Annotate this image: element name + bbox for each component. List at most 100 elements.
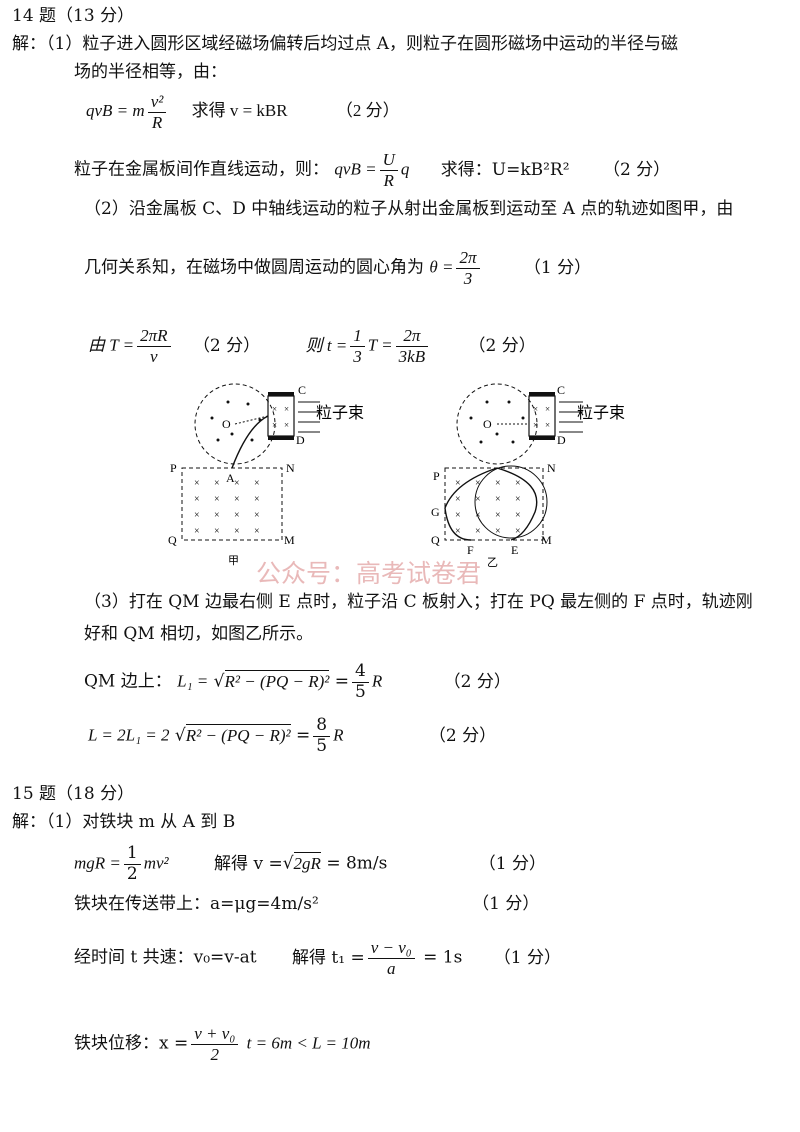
q14-part2-line1: （2）沿金属板 C、D 中轴线运动的粒子从射出金属板到运动至 A 点的轨迹如图甲… [84, 199, 734, 219]
label-P: P [170, 461, 177, 475]
q14-part1-line2: 场的半径相等，由： [74, 62, 227, 82]
svg-text:×: × [545, 420, 550, 430]
label-D: D [557, 433, 566, 447]
lower-crosses: × × × × × × × × × × × × × × × × [194, 478, 260, 537]
svg-text:×: × [455, 478, 461, 489]
label-G: G [431, 505, 440, 519]
q14-part3-line1: （3）打在 QM 边最右侧 E 点时，粒子沿 C 板射入；打在 PQ 最左侧的 … [84, 592, 753, 612]
label-F: F [467, 543, 474, 557]
q14-part1-line1: 解：（1）粒子进入圆形区域经磁场偏转后均过点 A，则粒子在圆形磁场中运动的半径与… [12, 34, 678, 54]
svg-text:×: × [545, 404, 550, 414]
q14-heading: 14 题（13 分） [12, 6, 135, 26]
label-E: E [511, 543, 518, 557]
svg-text:×: × [515, 526, 521, 537]
plate-crosses: × × × × [272, 404, 289, 430]
svg-text:×: × [475, 526, 481, 537]
label-beam: 粒子束 [577, 404, 625, 422]
watermark: 公众号：高考试卷君 [256, 559, 482, 588]
svg-text:×: × [194, 526, 200, 537]
plate-C [268, 392, 294, 396]
label-Q: Q [168, 533, 177, 547]
svg-text:×: × [234, 494, 240, 505]
label-Q: Q [431, 533, 440, 547]
svg-text:×: × [495, 510, 501, 521]
metal-plates [528, 395, 556, 437]
plate-D [529, 436, 555, 440]
svg-text:×: × [214, 526, 220, 537]
label-N: N [286, 461, 295, 475]
svg-text:×: × [234, 478, 240, 489]
svg-text:×: × [272, 404, 277, 414]
plate-D [268, 436, 294, 440]
label-A: A [226, 471, 235, 485]
svg-text:×: × [284, 420, 289, 430]
svg-text:×: × [194, 494, 200, 505]
trajectory-E [496, 467, 538, 541]
svg-text:×: × [455, 526, 461, 537]
svg-text:×: × [254, 478, 260, 489]
svg-text:×: × [533, 420, 538, 430]
trajectory-circle [474, 465, 548, 539]
label-beam: 粒子束 [316, 404, 364, 422]
field-dots [210, 400, 262, 442]
svg-text:×: × [234, 526, 240, 537]
label-C: C [298, 383, 306, 397]
lower-field-region [444, 467, 544, 541]
svg-text:×: × [495, 478, 501, 489]
svg-text:×: × [194, 510, 200, 521]
svg-text:×: × [455, 494, 461, 505]
svg-text:×: × [234, 510, 240, 521]
lower-field-region [181, 467, 283, 541]
svg-text:×: × [214, 478, 220, 489]
svg-text:×: × [515, 494, 521, 505]
svg-text:×: × [475, 494, 481, 505]
svg-text:×: × [533, 404, 538, 414]
figure-jia: × × × × × × × × × × × × × × × × × × × × C D O 粒子束 P N A… [168, 383, 364, 567]
label-P: P [433, 469, 440, 483]
svg-text:×: × [284, 404, 289, 414]
svg-text:×: × [495, 494, 501, 505]
equation-acceleration: 铁块在传送带上：a=μg=4m/s² （1 分） [74, 894, 540, 914]
label-O: O [483, 417, 492, 431]
q15-part1: 解：（1）对铁块 m 从 A 到 B [12, 812, 236, 832]
label-M: M [284, 533, 295, 547]
svg-text:×: × [475, 478, 481, 489]
plate-crosses: × × × × [533, 404, 550, 430]
label-M: M [541, 533, 552, 547]
label-C: C [557, 383, 565, 397]
metal-plates [267, 395, 295, 437]
svg-text:×: × [214, 510, 220, 521]
svg-text:×: × [194, 478, 200, 489]
label-O: O [222, 417, 231, 431]
beam-arrows [559, 401, 583, 433]
plate-C [529, 392, 555, 396]
q14-part3-line2: 好和 QM 相切，如图乙所示。 [84, 624, 314, 644]
beam-arrows [298, 401, 320, 433]
svg-text:×: × [254, 494, 260, 505]
figure-yi: × × × × × × × × × × × × × × × × × × × × C D O 粒子束 P N G… [431, 383, 625, 569]
label-N: N [547, 461, 556, 475]
svg-text:×: × [214, 494, 220, 505]
radius-line [234, 415, 269, 425]
svg-text:×: × [455, 510, 461, 521]
svg-text:×: × [254, 526, 260, 537]
svg-text:×: × [272, 420, 277, 430]
label-D: D [296, 433, 305, 447]
trajectory [231, 415, 269, 469]
field-dots [469, 400, 525, 444]
svg-text:×: × [515, 510, 521, 521]
magnetic-circle-region [194, 383, 276, 465]
svg-text:×: × [254, 510, 260, 521]
lower-crosses: ×××× ×××× ×××× ×××× [455, 478, 521, 537]
caption-yi: 乙 [487, 556, 498, 569]
svg-text:×: × [515, 478, 521, 489]
